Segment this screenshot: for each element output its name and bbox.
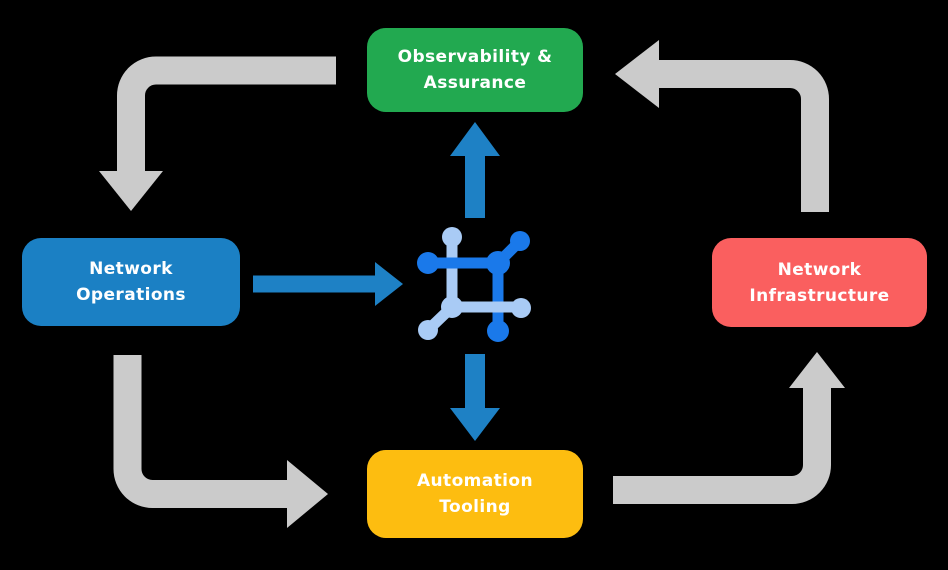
arrow-shaft xyxy=(613,388,831,504)
arrow-head xyxy=(615,40,659,108)
node-observability-assurance: Observability & Assurance xyxy=(367,28,583,112)
arrow-infrastructure-to-observability xyxy=(615,40,829,212)
icon-bottom-left-corner-node xyxy=(441,296,463,318)
arrow-shaft xyxy=(117,56,336,172)
arrow-head xyxy=(450,408,500,441)
node-network-operations: Network Operations xyxy=(22,238,240,326)
node-network-infrastructure: Network Infrastructure xyxy=(712,238,927,327)
node-label-line: Infrastructure xyxy=(749,285,890,306)
node-label-line: Automation xyxy=(417,471,533,491)
arrow-observability-to-operations xyxy=(99,56,336,211)
node-label-line: Assurance xyxy=(423,73,527,93)
icon-top-right-node xyxy=(510,231,530,251)
arrow-head xyxy=(99,171,163,211)
arrow-operations-to-center xyxy=(253,262,403,306)
arrow-shaft xyxy=(113,355,287,508)
arrow-head xyxy=(375,262,403,306)
icon-right-node xyxy=(511,298,531,318)
arrow-tooling-to-infrastructure xyxy=(613,352,845,504)
node-label-line: Tooling xyxy=(439,497,511,517)
node-label-line: Network xyxy=(777,259,862,280)
node-label-line: Operations xyxy=(76,285,186,305)
arrow-head xyxy=(789,352,845,388)
node-label-line: Network xyxy=(89,259,173,279)
node-automation-tooling: Automation Tooling xyxy=(367,450,583,538)
arrow-operations-to-tooling xyxy=(113,355,328,528)
icon-top-node xyxy=(442,227,462,247)
node-label-line: Observability & xyxy=(397,47,553,67)
icon-top-right-corner-node xyxy=(486,251,510,275)
icon-bottom-node xyxy=(487,320,509,342)
arrow-center-to-tooling xyxy=(450,354,500,441)
icon-left-node xyxy=(417,252,439,274)
arrow-head xyxy=(450,122,500,156)
arrow-head xyxy=(287,460,328,528)
arrow-shaft xyxy=(659,60,829,212)
icon-bottom-left-node xyxy=(418,320,438,340)
arrow-center-to-observability xyxy=(450,122,500,218)
network-automation-icon xyxy=(417,227,531,342)
